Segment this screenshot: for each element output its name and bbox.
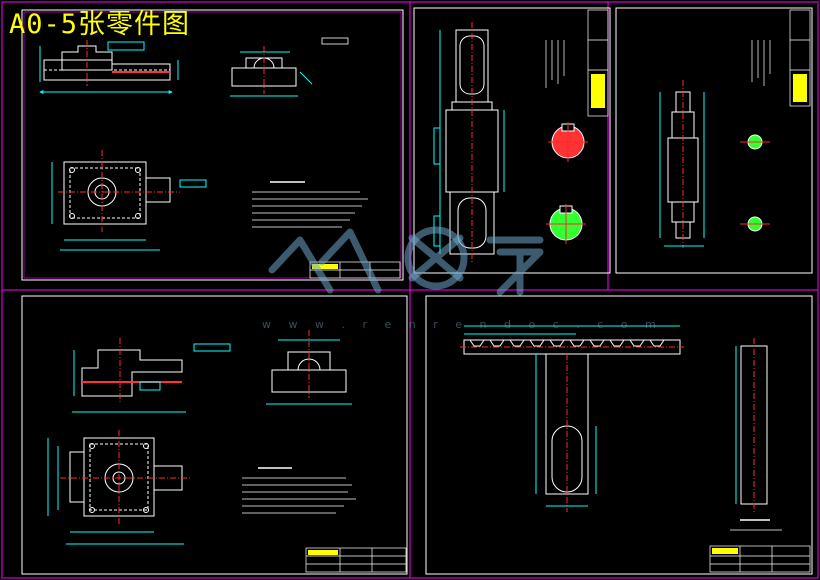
sheet-5-rack-body: [460, 325, 684, 512]
sheet-5-rack: [425, 295, 813, 575]
sheet-4-top-view: [47, 430, 190, 545]
sheet-4-side-view: [266, 330, 352, 405]
sheet-5-side-view: [735, 338, 768, 512]
watermark-text: w w w . r e n r e n d o c . c o m: [262, 318, 663, 331]
sheet-2-shaft-body: [433, 22, 505, 262]
sheet-2-section-a: [548, 122, 588, 162]
sheet-2-technical-notes: [545, 40, 565, 88]
sheet-1-front-view: [39, 40, 179, 94]
sheet-3-section-b: [740, 216, 770, 232]
sheet-1-top-view: [51, 150, 207, 251]
sheet-2-title-block: [587, 9, 609, 117]
sheet-1-side-view: [230, 46, 313, 97]
image-title: A0-5张零件图: [9, 9, 191, 40]
sheet-5-title-block: [709, 545, 811, 573]
sheet-3-section-a: [740, 134, 770, 150]
sheet-3-shaft-body: [659, 80, 705, 248]
sheet-4-title-block: [305, 547, 407, 573]
sheet-3-title-block: [789, 9, 811, 107]
sheet-2-section-b: [546, 204, 586, 244]
sheet-4-technical-notes: [242, 467, 356, 514]
sheet-1-base-plate: [21, 9, 404, 281]
sheet-4-base-plate: [21, 295, 408, 575]
sheet-5-technical-notes: [730, 519, 782, 531]
sheet-3-technical-notes: [751, 40, 771, 86]
watermark-logo: [268, 226, 544, 296]
sheet-1-title-block: [309, 261, 401, 279]
sheet-2-shaft: [413, 7, 611, 274]
sheet-4-front-view: [72, 338, 231, 413]
sheet-3-stepped-shaft: [615, 7, 813, 274]
sheet-1-technical-notes: [252, 181, 368, 228]
